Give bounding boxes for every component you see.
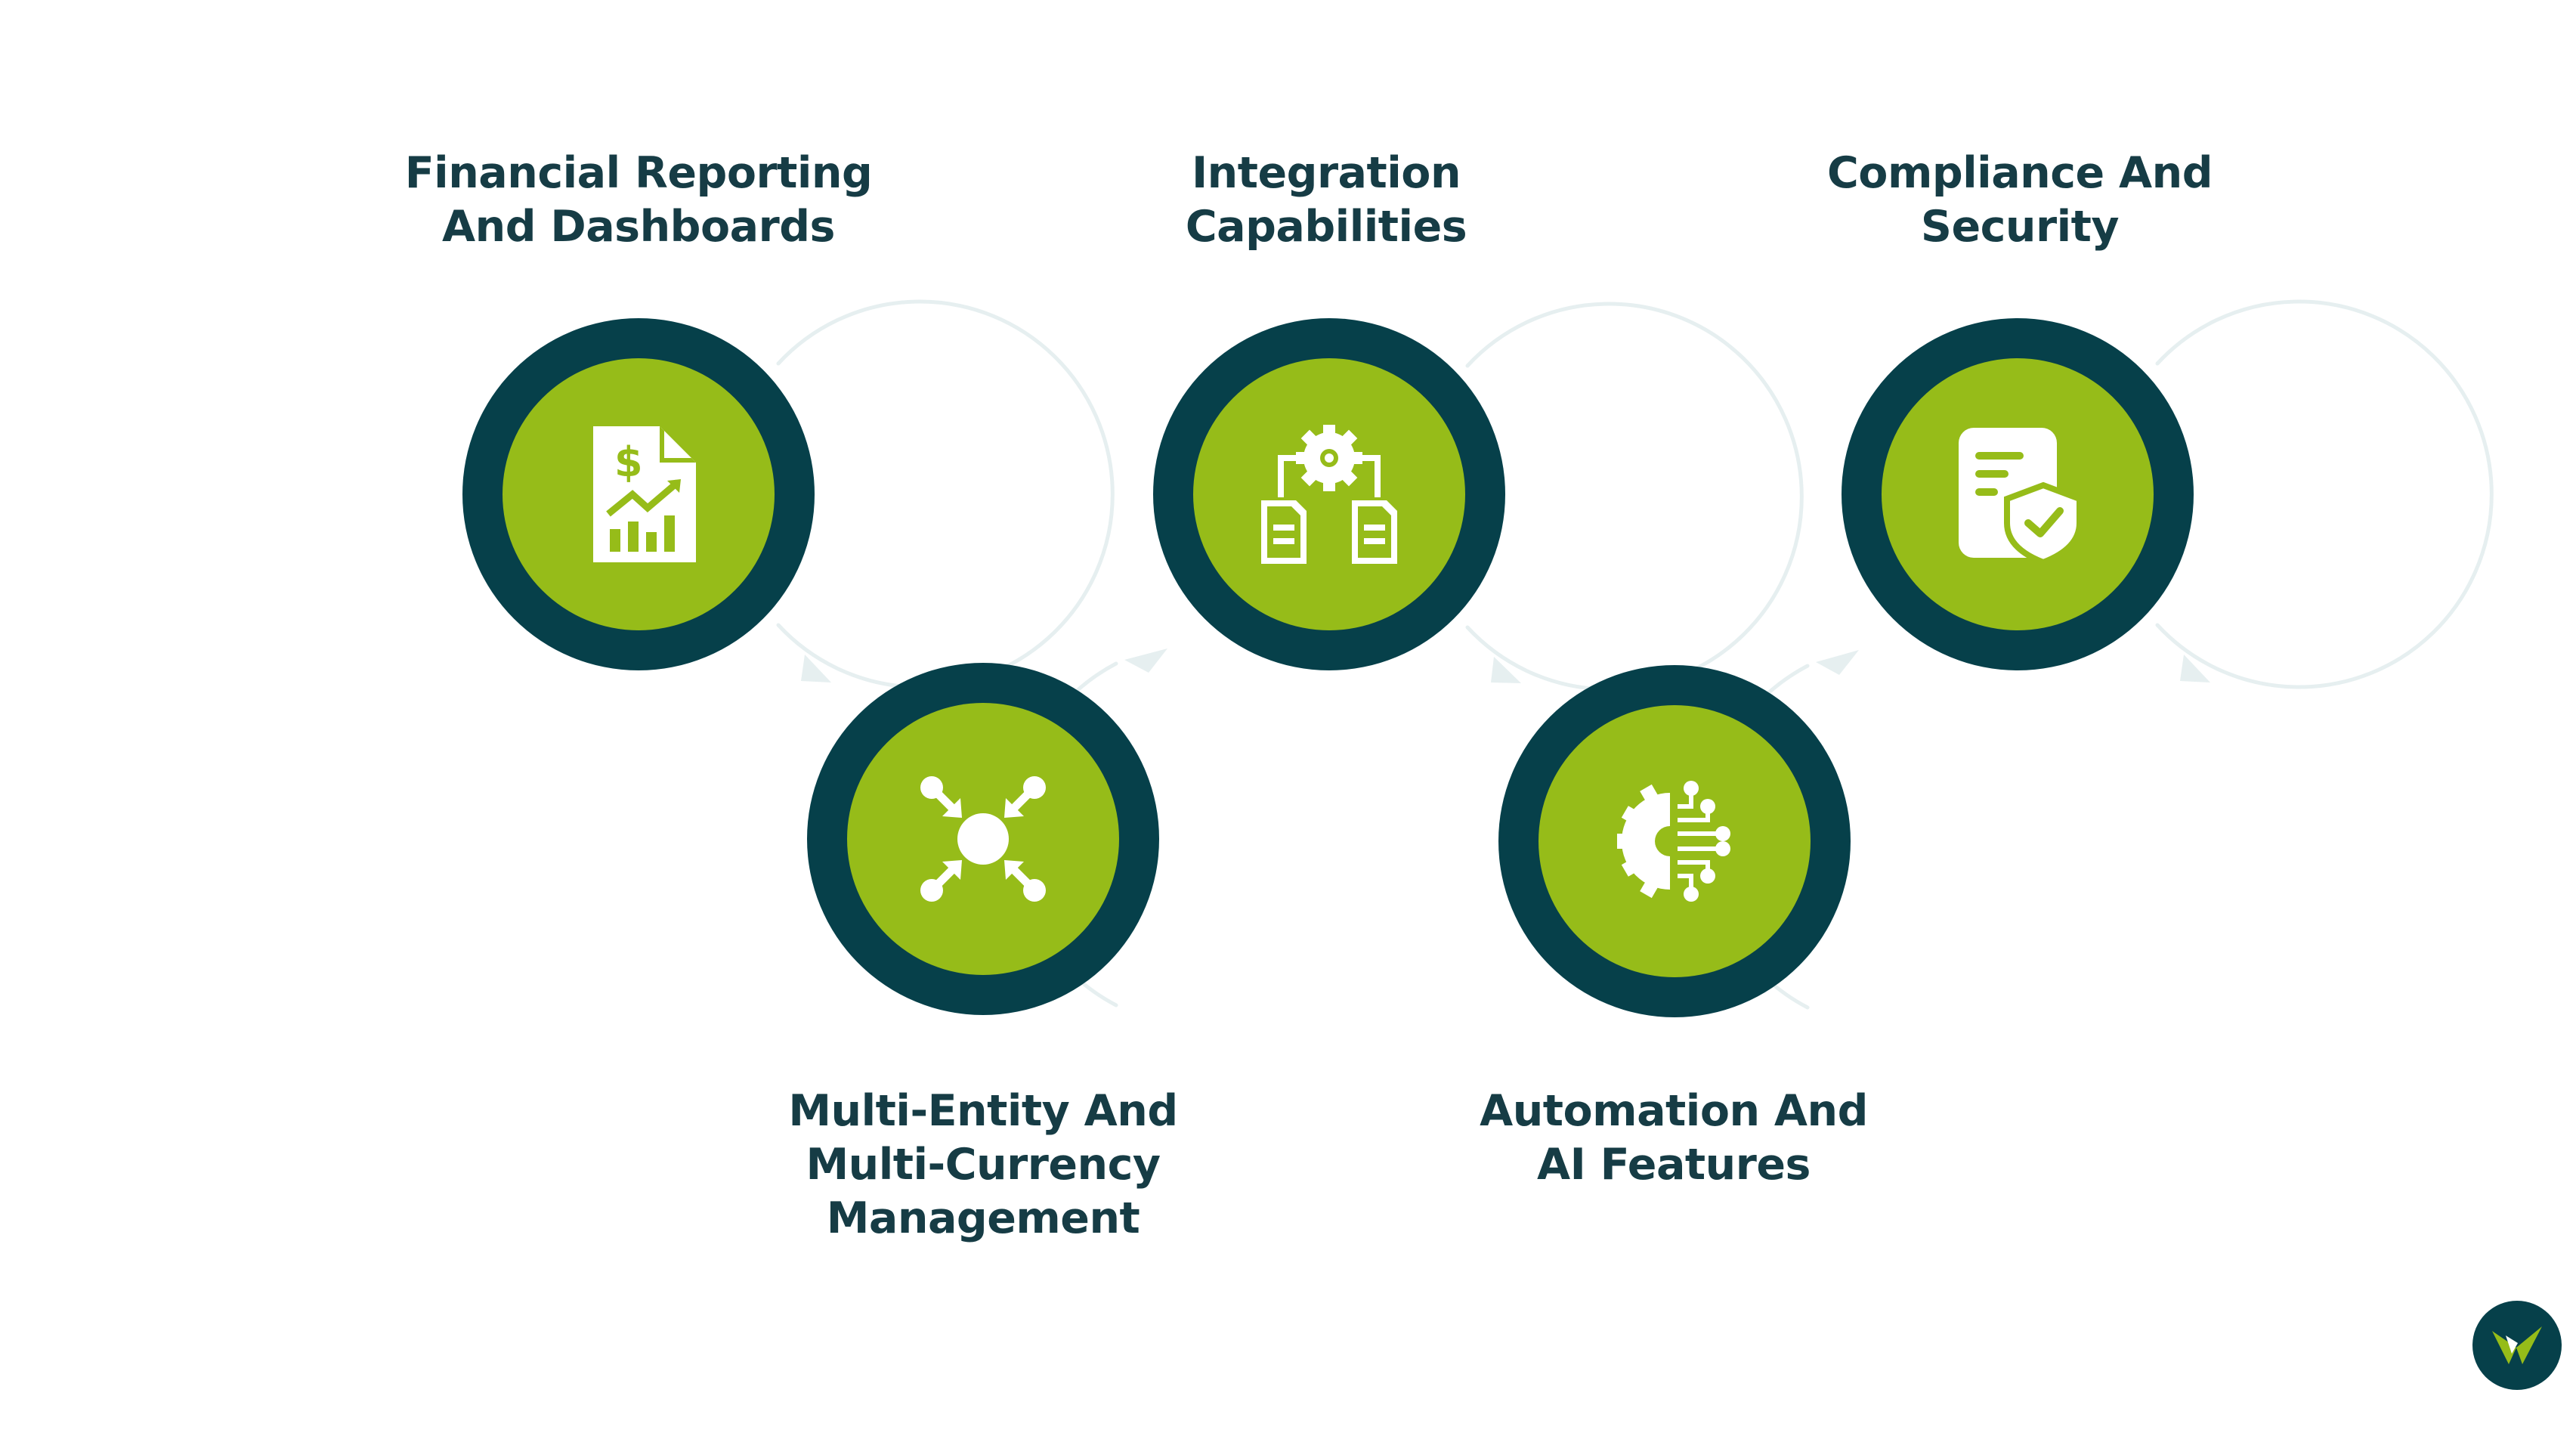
step-1-circle: $	[462, 318, 815, 670]
step-4-inner-disc	[1538, 705, 1811, 977]
step-4-circle	[1498, 665, 1851, 1017]
connector-arc-3	[1465, 302, 1804, 692]
connector-arrow-1	[801, 655, 831, 682]
convergence-arrows-icon	[920, 776, 1046, 902]
step-5-title: Compliance And Security	[1755, 147, 2284, 254]
step-1-title-line-2: And Dashboards	[442, 202, 835, 252]
step-3-title-line-2: Capabilities	[1185, 202, 1467, 252]
financial-report-icon: $	[593, 426, 696, 562]
step-2-circle	[807, 663, 1159, 1015]
step-3-inner-disc	[1193, 358, 1465, 630]
connector-arrow-3	[1491, 657, 1521, 683]
ai-gear-circuit-icon	[1617, 781, 1730, 902]
step-5-circle	[1842, 318, 2194, 670]
connector-arrow-2	[1124, 648, 1167, 673]
connector-arrow-5	[2180, 655, 2210, 682]
brand-logo-icon	[2492, 1326, 2542, 1364]
step-2-title-line-3: Management	[826, 1193, 1140, 1243]
brand-logo	[2472, 1301, 2562, 1390]
step-3-circle	[1153, 318, 1505, 670]
document-shield-icon	[1959, 428, 2083, 566]
step-5-inner-disc	[1882, 358, 2154, 630]
step-2-inner-disc	[847, 703, 1119, 975]
step-1-title-line-1: Financial Reporting	[404, 148, 873, 198]
step-4-title: Automation And AI Features	[1409, 1085, 1938, 1192]
integration-gear-icon	[1261, 425, 1397, 564]
step-2-title-line-1: Multi-Entity And	[788, 1086, 1178, 1136]
connector-arc-5	[2155, 299, 2494, 689]
step-2-title-line-2: Multi-Currency	[806, 1140, 1161, 1190]
step-4-title-line-1: Automation And	[1480, 1086, 1868, 1136]
connector-arrow-4	[1816, 650, 1859, 675]
svg-text:$: $	[614, 438, 643, 486]
step-5-title-line-1: Compliance And	[1826, 148, 2213, 198]
step-2-title: Multi-Entity And Multi-Currency Manageme…	[719, 1085, 1248, 1246]
step-1-title: Financial Reporting And Dashboards	[374, 147, 903, 254]
step-5-title-line-2: Security	[1920, 202, 2120, 252]
step-3-title-line-1: Integration	[1191, 148, 1461, 198]
step-1-inner-disc: $	[503, 358, 775, 630]
connector-arc-1	[776, 299, 1115, 689]
step-4-title-line-2: AI Features	[1537, 1140, 1811, 1190]
step-3-title: Integration Capabilities	[1062, 147, 1591, 254]
